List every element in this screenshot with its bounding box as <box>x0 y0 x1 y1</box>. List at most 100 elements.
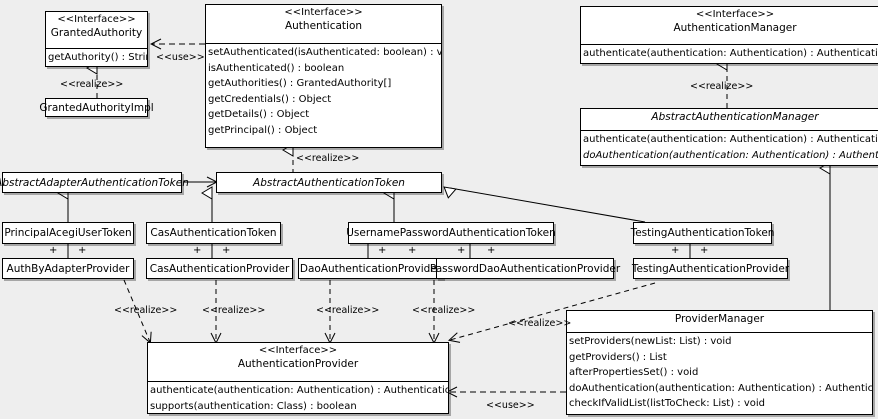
operation: authenticate(authentication: Authenticat… <box>150 385 448 396</box>
class-name: ProviderManager <box>674 313 765 325</box>
class-abstract-adapter-authentication-token[interactable]: AbstractAdapterAuthenticationToken <box>0 172 189 193</box>
class-name: AuthenticationProvider <box>237 357 359 370</box>
class-name: Authentication <box>284 19 363 32</box>
class-header: <<Interface>> GrantedAuthority <box>46 12 147 48</box>
operation: afterPropertiesSet() : void <box>569 367 699 379</box>
class-header: PrincipalAcegiUserToken <box>3 223 133 243</box>
class-name: CasAuthenticationToken <box>150 227 277 239</box>
operation: setProviders(newList: List) : void <box>569 336 732 347</box>
class-name: TestingAuthenticationProvider <box>631 262 790 275</box>
operations-compartment: authenticate(authentication: Authenticat… <box>581 130 878 164</box>
operation: getCredentials() : Object <box>208 93 332 105</box>
edge-label-use-authentication-grantedauthority: <<use>> <box>156 52 205 63</box>
operation: getAuthorities() : GrantedAuthority[] <box>208 78 392 90</box>
class-granted-authority-impl[interactable]: GrantedAuthorityImpl <box>39 98 154 117</box>
stereotype-label: <<Interface>> <box>258 345 338 356</box>
class-name: PrincipalAcegiUserToken <box>4 227 132 239</box>
operation: getPrincipal() : Object <box>208 124 318 136</box>
operation: checkIfValidList(listToCheck: List) : vo… <box>569 398 766 410</box>
operations-compartment: authenticate(authentication: Authenticat… <box>148 381 448 415</box>
class-cas-authentication-token[interactable]: CasAuthenticationToken <box>146 222 281 244</box>
stereotype-label: <<Interface>> <box>57 14 136 25</box>
edge-label-realize-abstractauthenticationmanager: <<realize>> <box>690 81 754 92</box>
class-name: GrantedAuthority <box>50 26 143 39</box>
class-header: PasswordDaoAuthenticationProvider <box>430 259 620 278</box>
edge-label-realize-authbyadapterprovider: <<realize>> <box>114 305 178 316</box>
class-name: AbstractAdapterAuthenticationToken <box>0 176 189 189</box>
edge-realize-authbyadapterprovider <box>123 279 150 342</box>
operation: getDetails() : Object <box>208 109 310 121</box>
association-marker: + <box>700 245 709 256</box>
class-name: AbstractAuthenticationManager <box>651 111 819 123</box>
class-header: AuthByAdapterProvider <box>3 259 133 278</box>
association-marker: + <box>193 245 202 256</box>
association-marker: + <box>671 245 680 256</box>
edge-label-realize-grantedauthorityimpl: <<realize>> <box>60 79 124 90</box>
class-abstract-authentication-manager[interactable]: AbstractAuthenticationManager authentica… <box>580 108 878 166</box>
operation: authenticate(authentication: Authenticat… <box>583 48 878 59</box>
class-abstract-authentication-token[interactable]: AbstractAuthenticationToken <box>216 172 442 193</box>
class-granted-authority[interactable]: <<Interface>> GrantedAuthority getAuthor… <box>45 11 148 67</box>
class-header: <<Interface>> AuthenticationProvider <box>148 343 448 381</box>
class-auth-by-adapter-provider[interactable]: AuthByAdapterProvider <box>2 258 134 279</box>
class-header: UsernamePasswordAuthenticationToken <box>346 223 556 243</box>
class-header: DaoAuthenticationProvider <box>299 259 442 278</box>
operation: authenticate(authentication: Authenticat… <box>583 134 878 145</box>
operations-compartment: setProviders(newList: List) : void getPr… <box>567 332 872 413</box>
class-name: PasswordDaoAuthenticationProvider <box>429 262 621 275</box>
operation: doAuthentication(authentication: Authent… <box>569 382 872 394</box>
class-name: TestingAuthenticationToken <box>630 227 775 239</box>
stereotype-label: <<Interface>> <box>695 9 775 20</box>
operation: doAuthentication(authentication: Authent… <box>583 149 878 161</box>
class-header: <<Interface>> AuthenticationManager <box>581 7 878 44</box>
class-authentication[interactable]: <<Interface>> Authentication setAuthenti… <box>205 4 442 148</box>
association-marker: + <box>78 245 87 256</box>
edge-label-realize-daoauthenticationprovider: <<realize>> <box>316 305 380 316</box>
operation: getAuthority() : String <box>48 52 147 63</box>
class-name: AuthenticationManager <box>673 21 797 34</box>
class-header: AbstractAdapterAuthenticationToken <box>0 173 189 192</box>
class-dao-authentication-provider[interactable]: DaoAuthenticationProvider <box>298 258 443 279</box>
class-name: CasAuthenticationProvider <box>149 262 290 275</box>
stereotype-label: <<Interface>> <box>284 7 363 18</box>
class-header: ProviderManager <box>567 311 872 332</box>
class-name: AuthByAdapterProvider <box>6 262 130 275</box>
edge-label-realize-passworddaoauthenticationprovider: <<realize>> <box>412 305 476 316</box>
class-name: AbstractAuthenticationToken <box>253 176 405 189</box>
association-marker: + <box>408 245 417 256</box>
class-header: TestingAuthenticationToken <box>631 223 775 243</box>
operation: isAuthenticated() : boolean <box>208 62 345 74</box>
class-cas-authentication-provider[interactable]: CasAuthenticationProvider <box>146 258 293 279</box>
edge-label-realize-abstractauthenticationtoken: <<realize>> <box>296 153 360 164</box>
edge-label-realize-casauthenticationprovider: <<realize>> <box>202 305 266 316</box>
class-testing-authentication-token[interactable]: TestingAuthenticationToken <box>631 222 775 244</box>
class-header: <<Interface>> Authentication <box>206 5 441 43</box>
class-header: AbstractAuthenticationManager <box>581 109 878 130</box>
class-password-dao-authentication-provider[interactable]: PasswordDaoAuthenticationProvider <box>430 258 620 279</box>
class-provider-manager[interactable]: ProviderManager setProviders(newList: Li… <box>566 310 873 415</box>
class-username-password-authentication-token[interactable]: UsernamePasswordAuthenticationToken <box>346 222 556 244</box>
operation: supports(authentication: Class) : boolea… <box>150 400 357 412</box>
class-principal-acegi-user-token[interactable]: PrincipalAcegiUserToken <box>2 222 134 244</box>
class-name: GrantedAuthorityImpl <box>39 101 154 114</box>
class-testing-authentication-provider[interactable]: TestingAuthenticationProvider <box>632 258 789 279</box>
class-header: TestingAuthenticationProvider <box>632 259 789 278</box>
edge-generalize-testingauthenticationtoken <box>443 186 646 223</box>
operations-compartment: getAuthority() : String <box>46 48 147 67</box>
association-marker: + <box>457 245 466 256</box>
class-name: UsernamePasswordAuthenticationToken <box>346 227 556 239</box>
class-header: AbstractAuthenticationToken <box>217 173 441 192</box>
class-name: DaoAuthenticationProvider <box>299 262 442 275</box>
edge-label-use-providermanager-authenticationprovider: <<use>> <box>486 400 535 411</box>
operations-compartment: authenticate(authentication: Authenticat… <box>581 44 878 63</box>
association-marker: + <box>378 245 387 256</box>
class-authentication-manager[interactable]: <<Interface>> AuthenticationManager auth… <box>580 6 878 64</box>
edge-label-realize-testingauthenticationprovider: <<realize>> <box>508 318 572 329</box>
class-authentication-provider[interactable]: <<Interface>> AuthenticationProvider aut… <box>147 342 449 414</box>
association-marker: + <box>49 245 58 256</box>
association-marker: + <box>222 245 231 256</box>
class-header: GrantedAuthorityImpl <box>39 99 153 116</box>
operations-compartment: setAuthenticated(isAuthenticated: boolea… <box>206 43 441 140</box>
